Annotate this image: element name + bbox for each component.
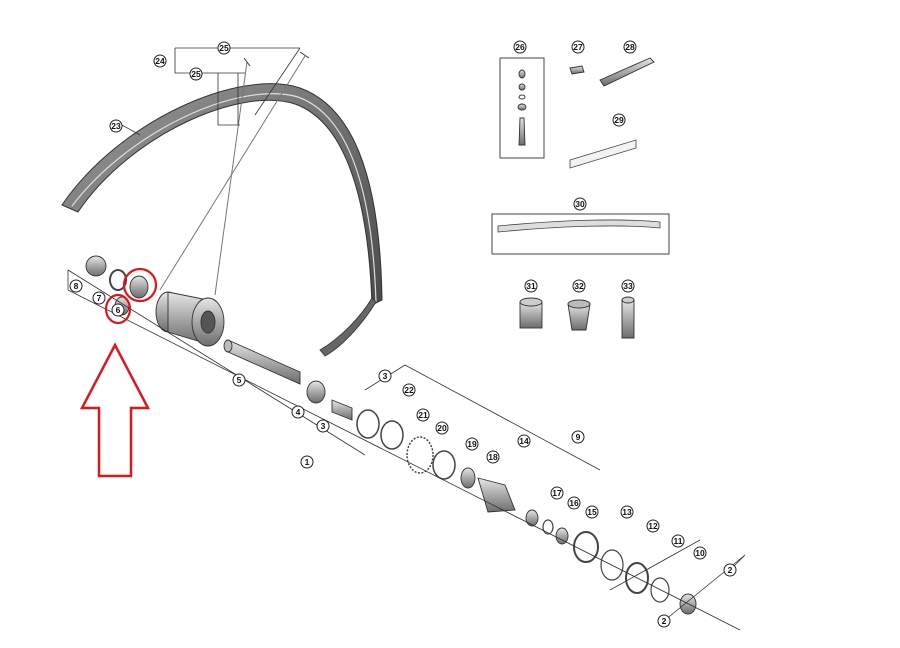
svg-text:22: 22 [404,385,414,395]
tool-part [621,296,635,339]
svg-text:21: 21 [418,410,428,420]
svg-text:7: 7 [97,293,102,303]
svg-text:1: 1 [305,457,310,467]
callout-24: 24 [153,54,167,68]
freehub-parts [380,420,697,615]
svg-text:19: 19 [467,439,477,449]
part-27 [569,65,585,75]
callout-22: 22 [402,383,416,397]
svg-text:8: 8 [74,281,79,291]
callout-3a: 3 [378,369,392,383]
spoke-wrench [599,57,655,87]
red-up-arrow [79,342,151,478]
callout-29: 29 [612,113,626,127]
callout-14: 14 [517,434,531,448]
callout-15: 15 [585,505,599,519]
svg-text:11: 11 [674,536,683,546]
callout-30: 30 [573,197,587,211]
svg-text:18: 18 [488,452,498,462]
svg-text:2: 2 [662,616,667,626]
callout-11: 11 [671,534,685,548]
svg-text:3: 3 [383,371,388,381]
callout-26: 26 [513,40,527,54]
callout-9: 9 [571,430,585,444]
callout-31: 31 [524,279,538,293]
box-30 [491,213,670,255]
svg-text:10: 10 [695,548,705,558]
svg-text:25: 25 [191,69,201,79]
adapter-part [567,299,591,331]
svg-text:27: 27 [573,42,583,52]
callout-13: 13 [620,505,634,519]
svg-text:6: 6 [116,305,121,315]
callout-17: 17 [550,486,564,500]
svg-text:20: 20 [437,423,447,433]
svg-text:5: 5 [237,375,242,385]
leader-lines [67,47,746,631]
svg-text:13: 13 [622,507,632,517]
callout-8: 8 [69,279,83,293]
callout-27: 27 [571,40,585,54]
svg-text:12: 12 [648,521,658,531]
svg-text:25: 25 [219,43,229,53]
callout-21: 21 [416,408,430,422]
callout-18: 18 [486,450,500,464]
svg-text:17: 17 [552,488,562,498]
callout-19: 19 [465,437,479,451]
svg-text:14: 14 [519,436,529,446]
svg-text:9: 9 [576,432,581,442]
svg-text:3: 3 [321,421,326,431]
callout-4: 4 [291,405,305,419]
svg-text:30: 30 [575,199,585,209]
red-highlights [79,267,158,478]
svg-text:32: 32 [574,281,584,291]
callout-3b: 3 [316,419,330,433]
callout-5: 5 [232,373,246,387]
hub-body-part [155,291,225,347]
callout-1: 1 [300,455,314,469]
svg-text:26: 26 [515,42,525,52]
svg-text:23: 23 [111,121,121,131]
svg-text:29: 29 [614,115,624,125]
svg-text:2: 2 [728,565,733,575]
callout-25a: 25 [217,41,231,55]
svg-text:31: 31 [526,281,536,291]
callout-23: 23 [109,119,123,133]
axle-part [223,339,301,385]
callout-6: 6 [111,303,125,317]
callout-20: 20 [435,421,449,435]
mid-parts [306,380,380,439]
callout-33: 33 [621,279,635,293]
callout-32: 32 [572,279,586,293]
svg-text:33: 33 [623,281,633,291]
callout-12: 12 [646,519,660,533]
grease-part [519,297,543,329]
svg-text:24: 24 [155,56,165,66]
spokes-part [159,51,310,296]
valve-parts [517,69,527,146]
callout-2b: 2 [657,614,671,628]
box-26 [499,57,545,159]
callout-28: 28 [623,40,637,54]
callout-7: 7 [92,291,106,305]
callout-25b: 25 [189,67,203,81]
callout-16: 16 [567,496,581,510]
svg-text:28: 28 [625,42,635,52]
svg-text:15: 15 [587,507,597,517]
rim-tape [569,139,637,169]
rim-part [61,83,383,357]
rim-sticker [497,219,661,233]
svg-text:4: 4 [296,407,301,417]
callout-10: 10 [693,546,707,560]
callout-2a: 2 [723,563,737,577]
svg-text:16: 16 [569,498,579,508]
